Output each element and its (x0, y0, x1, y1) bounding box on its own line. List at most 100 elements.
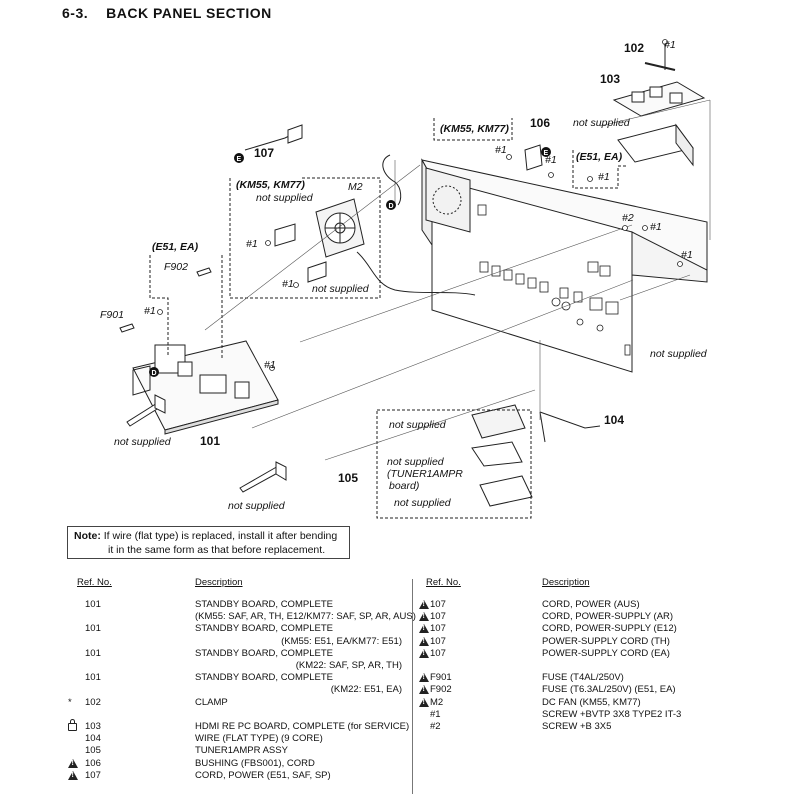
callout-f902: F902 (164, 261, 188, 273)
screw-label: #1 (246, 238, 258, 250)
not-supplied-label: not supplied (573, 117, 631, 129)
tuner-note-line1: not supplied (387, 456, 445, 468)
callout-f901: F901 (100, 309, 124, 321)
screw-label: #1 (650, 221, 662, 233)
ref-no: 107 (430, 647, 446, 659)
svg-text:D: D (389, 203, 394, 210)
column-divider (412, 579, 413, 794)
part-description: CORD, POWER-SUPPLY (AR) (542, 611, 674, 623)
ref-no: 107 (430, 599, 446, 610)
screw-label: #1 (545, 154, 557, 166)
parts-row: (KM22: SAF, SP, AR, TH) (0, 660, 410, 672)
parts-row: (KM22: E51, EA) (0, 684, 410, 696)
ref-no: #1 (430, 708, 441, 720)
callout-101: 101 (200, 434, 220, 448)
part-description: SCREW +B 3X5 (542, 721, 612, 732)
ref-no: 102 (85, 696, 101, 708)
parts-row: F901 FUSE (T4AL/250V) (413, 672, 800, 684)
screw-label: #1 (598, 171, 610, 183)
parts-row: 101 STANDBY BOARD, COMPLETE (0, 672, 410, 684)
part-description: DC FAN (KM55, KM77) (542, 696, 641, 708)
ref-no-header: Ref. No. (426, 577, 461, 588)
asterisk-mark: * (68, 696, 72, 708)
not-supplied-label: not supplied (256, 192, 314, 204)
ref-no: 107 (85, 769, 101, 781)
parts-row: 107 POWER-SUPPLY CORD (TH) (413, 636, 800, 648)
parts-row: M2 DC FAN (KM55, KM77) (413, 697, 800, 709)
back-panel (421, 158, 708, 373)
tuner-note-line2: (TUNER1AMPR (387, 468, 463, 480)
callout-106: 106 (530, 116, 550, 130)
ref-no: #2 (430, 721, 441, 732)
parts-row (0, 709, 410, 721)
screw-label: #1 (144, 305, 156, 317)
ref-no: 107 (430, 611, 446, 623)
section-title: 6-3. BACK PANEL SECTION (62, 5, 272, 21)
part-description: (KM55: E51, EA/KM77: E51) (281, 635, 402, 647)
safety-warning-icon (419, 697, 431, 710)
ref-no: 101 (85, 647, 101, 659)
part-description: STANDBY BOARD, COMPLETE (195, 599, 333, 610)
part-description: FUSE (T4AL/250V) (542, 672, 624, 684)
safety-warning-icon (419, 611, 431, 624)
svg-text:E: E (544, 150, 549, 157)
safety-warning-icon (419, 636, 431, 649)
ref-no: F901 (430, 672, 452, 684)
replacement-note: Note: If wire (flat type) is replaced, i… (67, 526, 350, 559)
screw-label: #2 (622, 212, 634, 224)
description-header: Description (542, 577, 590, 588)
section-number: 6-3. (62, 5, 89, 21)
callout-103: 103 (600, 72, 620, 86)
callout-105: 105 (338, 471, 358, 485)
part-description: WIRE (FLAT TYPE) (9 CORE) (195, 733, 323, 745)
ref-no-header: Ref. No. (77, 577, 112, 588)
parts-row (413, 660, 800, 672)
part-description: POWER-SUPPLY CORD (TH) (542, 635, 670, 647)
callout-102: 102 (624, 41, 644, 55)
callout-104: 104 (604, 413, 624, 427)
description-header: Description (195, 577, 243, 588)
not-supplied-label: not supplied (312, 283, 370, 295)
part-description: (KM55: SAF, AR, TH, E12/KM77: SAF, SP, A… (195, 611, 416, 623)
screw-label: #1 (664, 39, 676, 51)
ref-no: 101 (85, 672, 101, 684)
part-description: STANDBY BOARD, COMPLETE (195, 672, 333, 684)
ref-no: 107 (430, 635, 446, 647)
not-supplied-label: not supplied (394, 497, 452, 509)
region-km55-km77: (KM55, KM77) (236, 179, 305, 191)
marker-d: D (149, 367, 159, 377)
part-description: CORD, POWER (E51, SAF, SP) (195, 769, 331, 781)
standby-board (132, 340, 279, 435)
safety-warning-icon (419, 599, 431, 612)
marker-e: E (234, 153, 244, 163)
note-line1: If wire (flat type) is replaced, install… (100, 530, 338, 542)
not-supplied-label: not supplied (389, 419, 447, 431)
marker-e: E (541, 147, 551, 157)
safety-warning-icon (68, 758, 80, 771)
callout-m2: M2 (348, 181, 363, 193)
ref-no: 104 (85, 733, 101, 745)
marker-d: D (386, 200, 396, 210)
ref-no: 101 (85, 623, 101, 635)
screw-label: #1 (681, 249, 693, 261)
safety-warning-icon (419, 672, 431, 685)
parts-row: #2 SCREW +B 3X5 (413, 721, 800, 733)
parts-row: 104 WIRE (FLAT TYPE) (9 CORE) (0, 733, 410, 745)
part-description: CORD, POWER (AUS) (542, 599, 640, 610)
safety-warning-icon (419, 623, 431, 636)
section-name: BACK PANEL SECTION (106, 5, 272, 21)
safety-warning-icon (419, 648, 431, 661)
lock-icon (68, 719, 80, 733)
ref-no: M2 (430, 696, 444, 708)
note-label: Note: (74, 530, 101, 542)
parts-row: 107 CORD, POWER-SUPPLY (AR) (413, 611, 800, 623)
hdmi-board (612, 81, 706, 167)
ref-no: F902 (430, 684, 452, 696)
